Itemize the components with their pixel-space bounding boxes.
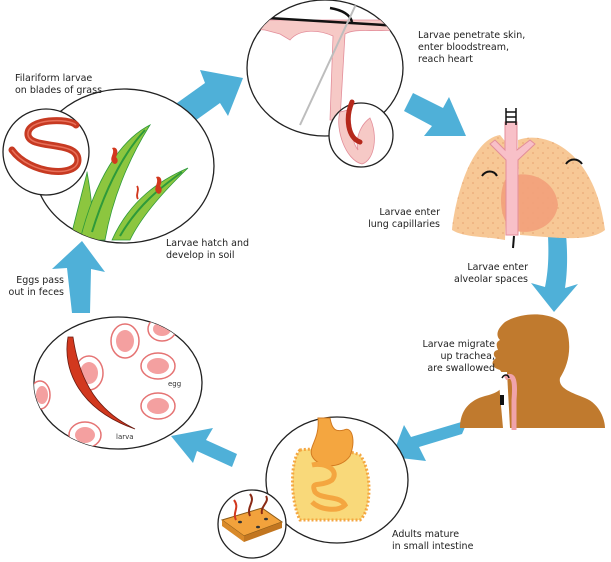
arrow-intestine-to-eggs (171, 428, 237, 467)
grass-blade (111, 167, 189, 241)
larva-on-grass (155, 176, 162, 194)
label-hatch-soil: Larvae hatch and develop in soil (166, 238, 250, 261)
label-small-intestine: Adults mature in small intestine (392, 529, 474, 552)
larva-on-grass (111, 147, 118, 164)
label-larva: larva (116, 433, 134, 441)
arrow-lungs-to-body (531, 234, 578, 312)
arrow-eggs-to-grass (52, 241, 105, 313)
egg (140, 392, 176, 420)
human-silhouette (460, 314, 605, 430)
trachea (489, 121, 536, 236)
label-lung-capillaries: Larvae enter lung capillaries (368, 207, 440, 230)
intestine (291, 447, 371, 522)
label-eggs-feces: Eggs pass out in feces (8, 275, 64, 298)
grass-blade (79, 124, 152, 241)
label-penetrate-skin: Larvae penetrate skin, enter bloodstream… (418, 30, 526, 65)
label-filariform: Filariform larvae on blades of grass (15, 73, 103, 96)
larva-in-follicle (345, 99, 363, 145)
eggs-scene (33, 316, 203, 450)
grass-scene (2, 88, 215, 244)
egg (140, 352, 176, 380)
trachea-path (503, 373, 517, 430)
label-egg: egg (168, 380, 182, 388)
egg (110, 323, 140, 359)
stomach (310, 417, 354, 467)
lungs-heart (452, 108, 605, 249)
skin-scene (246, 0, 404, 168)
label-trachea: Larvae migrate up trachea, are swallowed (422, 339, 495, 374)
egg (34, 380, 51, 410)
arrow-skin-to-lungs (404, 93, 466, 136)
egg (147, 317, 177, 342)
label-alveolar-spaces: Larvae enter alveolar spaces (454, 262, 528, 285)
arrow-body-to-intestine (392, 420, 468, 461)
rhabditiform-larva (66, 336, 136, 430)
intestine-scene (217, 416, 409, 559)
